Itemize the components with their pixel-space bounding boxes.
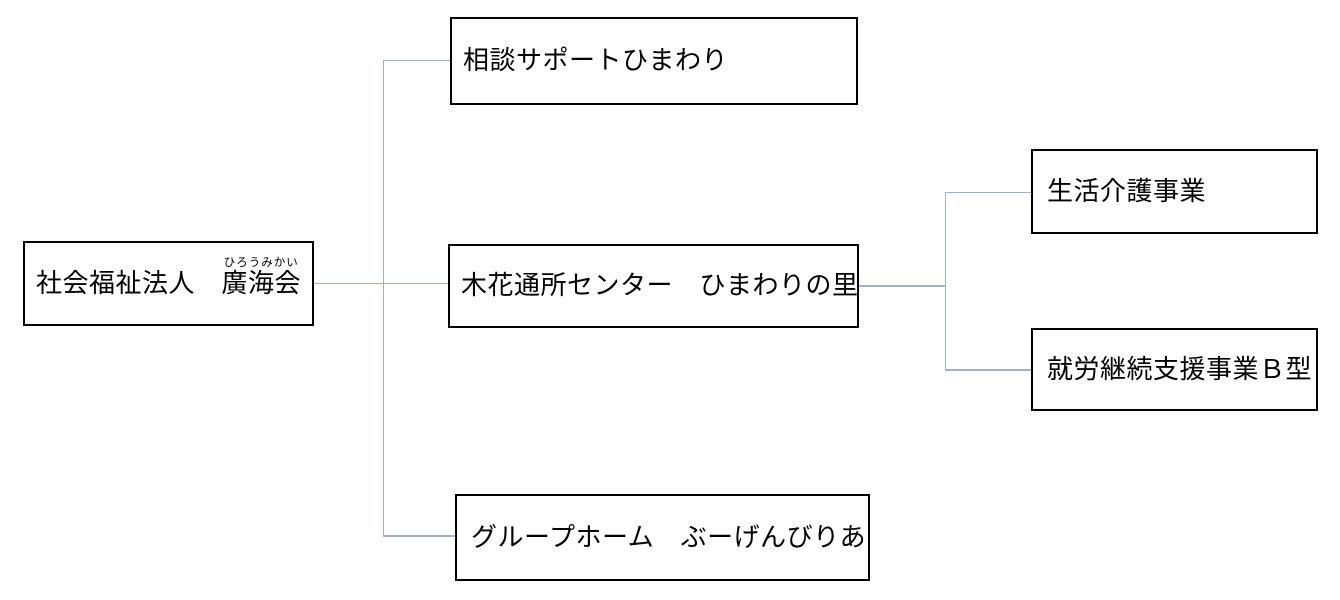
node-shakai-fukushi-houjin-label: 社会福祉法人 ひろうみかい廣海会 bbox=[36, 257, 302, 298]
connector-root-to-left-trunk bbox=[314, 282, 448, 284]
connector-left-trunk bbox=[382, 59, 384, 537]
node-konohana-center-himawari-no-sato: 木花通所センター ひまわりの里 bbox=[448, 244, 859, 328]
houjin-furigana: ひろうみかい bbox=[223, 257, 299, 269]
node-group-home-bougainvillea: グループホーム ぶーげんびりあ bbox=[455, 494, 870, 581]
node-shurou-keizoku-shien-b-gata: 就労継続支援事業Ｂ型 bbox=[1031, 328, 1318, 411]
connector-trunk-to-seikatsu bbox=[944, 191, 1032, 193]
node-seikatsu-kaigo-jigyou: 生活介護事業 bbox=[1031, 149, 1318, 234]
node-group-home-label: グループホーム ぶーげんびりあ bbox=[471, 522, 867, 552]
node-soudan-support-himawari-label: 相談サポートひまわり bbox=[463, 46, 729, 75]
connector-trunk-to-shurou bbox=[944, 369, 1032, 371]
connector-trunk-to-group-home bbox=[382, 535, 456, 537]
node-shakai-fukushi-houjin: 社会福祉法人 ひろうみかい廣海会 bbox=[23, 241, 314, 326]
node-konohana-center-label: 木花通所センター ひまわりの里 bbox=[461, 271, 859, 300]
node-soudan-support-himawari: 相談サポートひまわり bbox=[450, 17, 858, 105]
connector-right-trunk bbox=[944, 191, 946, 371]
houjin-prefix: 社会福祉法人 bbox=[36, 268, 222, 298]
connector-konohana-to-right-trunk bbox=[859, 285, 946, 287]
node-seikatsu-kaigo-label: 生活介護事業 bbox=[1047, 176, 1207, 206]
houjin-name-wrap: ひろうみかい廣海会 bbox=[221, 257, 302, 298]
connector-trunk-to-soudan bbox=[382, 59, 451, 61]
houjin-name: 廣海会 bbox=[221, 268, 302, 298]
node-shurou-keizoku-label: 就労継続支援事業Ｂ型 bbox=[1047, 354, 1313, 384]
